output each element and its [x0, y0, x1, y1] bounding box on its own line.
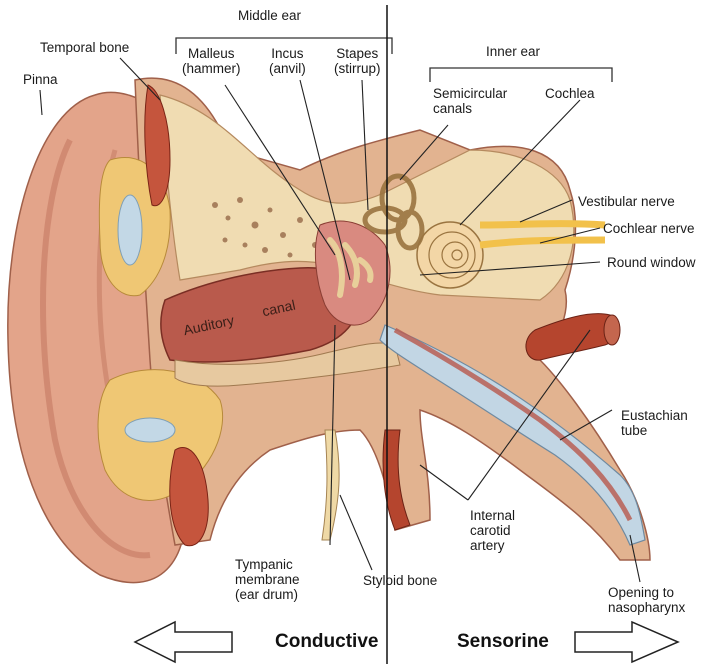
vestibular-nerve-shape — [480, 224, 605, 225]
cochlea-shape — [417, 222, 483, 288]
label-pinna: Pinna — [23, 72, 58, 87]
label-semicircular-canals: Semicircular canals — [433, 86, 507, 116]
label-styloid-bone: Styloid bone — [363, 573, 437, 588]
label-temporal-bone: Temporal bone — [40, 40, 129, 55]
label-sensorineural: Sensorine — [457, 631, 549, 653]
label-inner-ear: Inner ear — [486, 44, 540, 59]
label-opening-nasopharynx: Opening to nasopharynx — [608, 585, 685, 615]
label-cochlea: Cochlea — [545, 86, 595, 101]
label-stapes: Stapes (stirrup) — [334, 46, 381, 76]
label-malleus: Malleus (hammer) — [182, 46, 241, 76]
right-arrow-icon — [575, 622, 678, 662]
left-arrow-icon — [135, 622, 232, 662]
label-cochlear-nerve: Cochlear nerve — [603, 221, 695, 236]
label-middle-ear: Middle ear — [238, 8, 301, 23]
inner-ear-bracket — [430, 68, 612, 82]
label-vestibular-nerve: Vestibular nerve — [578, 194, 675, 209]
label-incus: Incus (anvil) — [269, 46, 306, 76]
label-tympanic-membrane: Tympanic membrane (ear drum) — [235, 557, 300, 602]
label-eustachian-tube: Eustachian tube — [621, 408, 688, 438]
label-round-window: Round window — [607, 255, 696, 270]
label-internal-carotid-artery: Internal carotid artery — [470, 508, 515, 553]
label-conductive: Conductive — [275, 631, 378, 653]
